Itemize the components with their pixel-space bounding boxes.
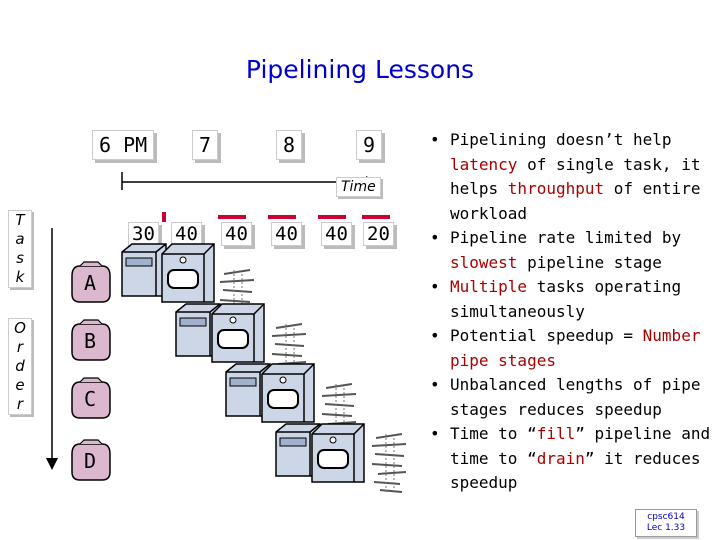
bullet-item: Pipelining doesn’t help latency of singl… (426, 128, 718, 226)
bullet-item: Time to “fill” pipeline and time to “dra… (426, 422, 718, 496)
task-b-label: B (84, 329, 96, 353)
bullet-text: Unbalanced lengths of pipe stages reduce… (450, 375, 700, 419)
bullet-item: Multiple tasks operating simultaneously (426, 275, 718, 324)
bullet-item: Potential speedup = Number pipe stages (426, 324, 718, 373)
bullet-text: pipeline stage (517, 253, 662, 272)
course-code: cpsc614 (636, 512, 696, 523)
emphasis-text: drain (537, 449, 585, 468)
bullet-text: Pipelining doesn’t help (450, 130, 672, 149)
emphasis-text: latency (450, 155, 517, 174)
task-d-label: D (84, 449, 96, 473)
bullet-item: Pipeline rate limited by slowest pipelin… (426, 226, 718, 275)
bullet-text: Pipeline rate limited by (450, 228, 681, 247)
emphasis-text: Multiple (450, 277, 527, 296)
bullet-text: Time to “ (450, 424, 537, 443)
task-a-label: A (84, 271, 96, 295)
emphasis-text: slowest (450, 253, 517, 272)
lesson-bullets: Pipelining doesn’t help latency of singl… (426, 128, 718, 496)
emphasis-text: throughput (508, 179, 604, 198)
emphasis-text: fill (537, 424, 576, 443)
task-c-label: C (84, 387, 96, 411)
slide-footer: cpsc614 Lec 1.33 (635, 509, 697, 537)
lecture-number: Lec 1.33 (636, 523, 696, 534)
bullet-item: Unbalanced lengths of pipe stages reduce… (426, 373, 718, 422)
bullet-text: Potential speedup = (450, 326, 643, 345)
